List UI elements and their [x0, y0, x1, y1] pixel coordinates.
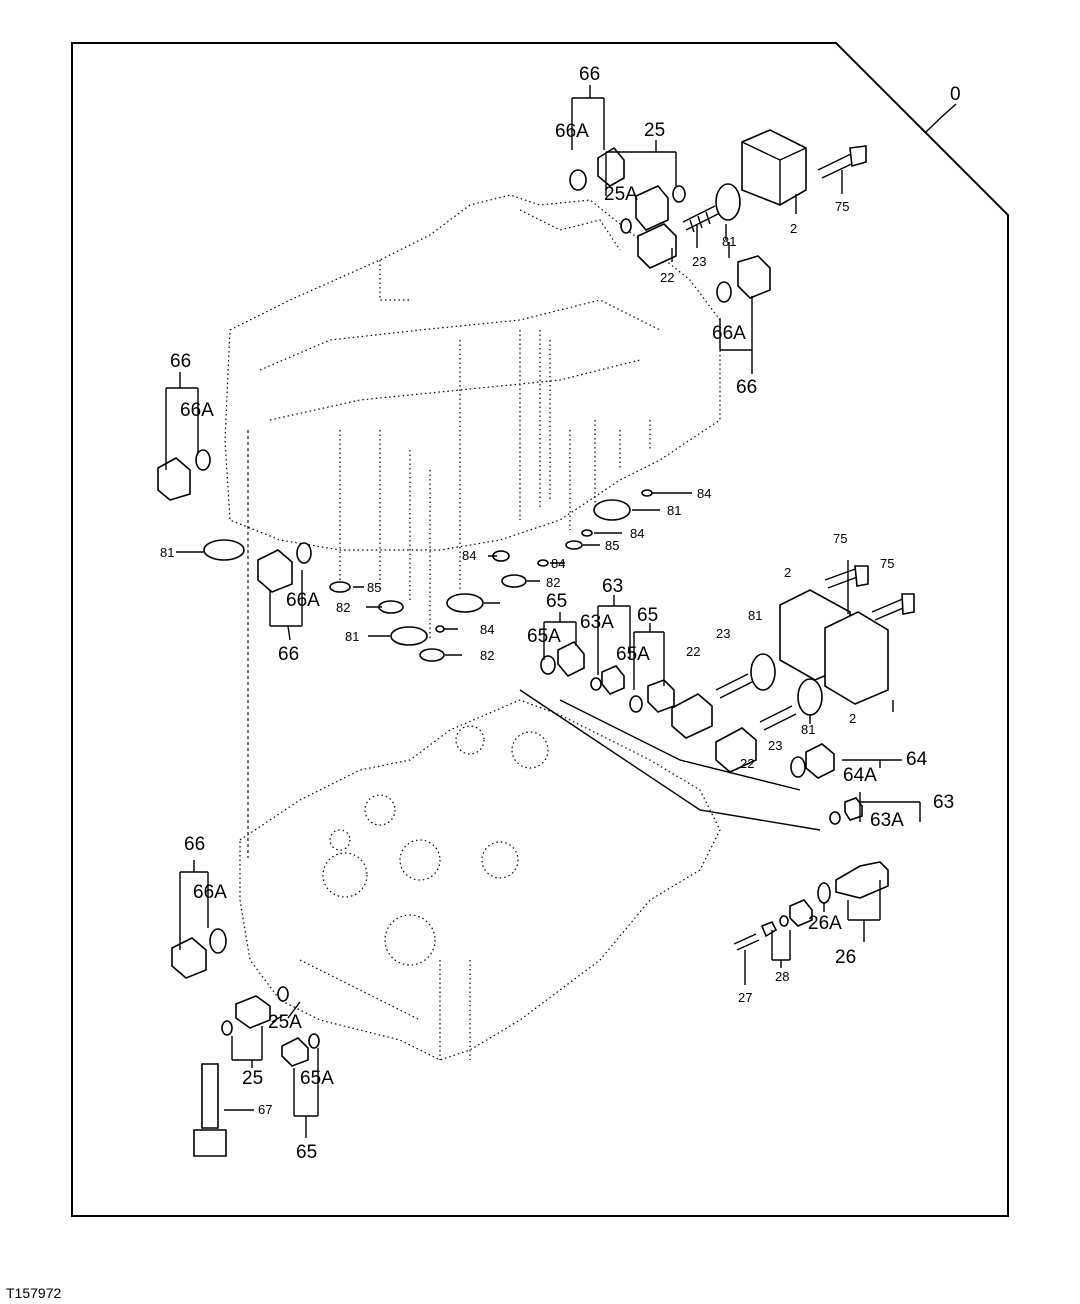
callout: 22	[740, 756, 754, 771]
middle-right-parts	[540, 641, 863, 825]
callout: 84	[480, 622, 494, 637]
callout: 84	[697, 486, 711, 501]
callout: 75	[833, 531, 847, 546]
callout: 82	[546, 575, 560, 590]
callout: 65	[637, 605, 658, 626]
callout: 82	[480, 648, 494, 663]
callout: 65A	[527, 626, 561, 647]
callout: 65A	[616, 644, 650, 665]
callout: 26	[835, 947, 856, 968]
callout: 75	[880, 556, 894, 571]
callout: 66	[579, 64, 600, 85]
callout: 2	[849, 711, 856, 726]
upper-plunger-rings	[329, 489, 653, 662]
callout: 66	[184, 834, 205, 855]
callout: 23	[768, 738, 782, 753]
callout: 81	[667, 503, 681, 518]
upper-left-parts	[157, 449, 312, 593]
upper-right-parts	[569, 146, 771, 303]
callout: 25	[644, 120, 665, 141]
callout: 85	[367, 580, 381, 595]
callout-0: 0	[950, 84, 961, 105]
lower-valve-body	[239, 699, 721, 1061]
solenoid-block-top	[741, 129, 867, 206]
callout: 66A	[555, 121, 589, 142]
callout: 84	[551, 556, 565, 571]
callout: 63A	[870, 810, 904, 831]
callout: 75	[835, 199, 849, 214]
upper-valve-body	[224, 194, 721, 858]
callout-0-leader	[925, 103, 957, 133]
callout: 25A	[604, 184, 638, 205]
callout: 66A	[712, 323, 746, 344]
callout: 28	[775, 969, 789, 984]
figure-id: T157972	[6, 1285, 62, 1301]
callout: 66A	[286, 590, 320, 611]
callout: 25A	[268, 1012, 302, 1033]
callout: 81	[345, 629, 359, 644]
callout: 66	[278, 644, 299, 665]
callout: 25	[242, 1068, 263, 1089]
callout: 82	[336, 600, 350, 615]
callout: 65A	[300, 1068, 334, 1089]
callout: 81	[160, 545, 174, 560]
callout: 81	[748, 608, 762, 623]
diagram-frame	[71, 42, 1009, 1217]
lower-right-parts	[733, 861, 889, 951]
callout: 84	[462, 548, 476, 563]
callout: 85	[605, 538, 619, 553]
callout: 63	[602, 576, 623, 597]
callout: 63	[933, 792, 954, 813]
callout: 23	[692, 254, 706, 269]
callout-labels: 66 66A 25 25A 22 23 81 2 75 66A 66 66 66…	[160, 64, 954, 1163]
callout: 66A	[193, 882, 227, 903]
callout: 66A	[180, 400, 214, 421]
callout: 22	[660, 270, 674, 285]
callout: 63A	[580, 612, 614, 633]
callout: 64A	[843, 765, 877, 786]
callout: 27	[738, 990, 752, 1005]
callout: 84	[630, 526, 644, 541]
callout: 65	[546, 591, 567, 612]
callout: 23	[716, 626, 730, 641]
callout: 65	[296, 1142, 317, 1163]
callout: 66	[736, 377, 757, 398]
callout: 22	[686, 644, 700, 659]
solenoid-blocks-bottom	[779, 565, 915, 705]
callout: 26A	[808, 913, 842, 934]
callout: 64	[906, 749, 928, 770]
callout: 2	[790, 221, 797, 236]
callout: 2	[784, 565, 791, 580]
callout: 81	[801, 722, 815, 737]
callout: 66	[170, 351, 191, 372]
lower-left-parts	[171, 928, 320, 1157]
callout-leaders	[165, 85, 921, 1138]
callout: 67	[258, 1102, 272, 1117]
callout: 81	[722, 234, 736, 249]
